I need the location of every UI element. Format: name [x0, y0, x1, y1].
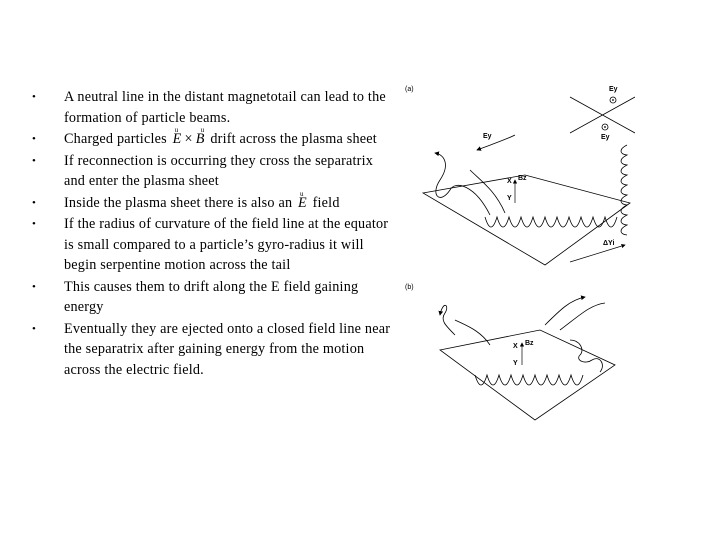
formula-b: B: [195, 131, 205, 147]
y-label-b: Y: [513, 360, 518, 367]
ey-out-dot: [612, 99, 614, 101]
separatrix-a: [569, 96, 635, 134]
panel-b-label: (b): [405, 284, 414, 291]
bz-label-a: Bz: [518, 175, 527, 182]
field-line-b: [559, 302, 606, 331]
ey-out-symbol: [609, 96, 617, 104]
field-line-a: [434, 151, 491, 216]
plasma-sheet-plane-a: [421, 174, 631, 266]
vector-mark: u: [200, 126, 205, 134]
bullet-marker: •: [32, 154, 37, 167]
bullet-text: Inside the plasma sheet there is also an: [64, 194, 293, 211]
bullet-item: • Inside the plasma sheet there is also a…: [32, 190, 392, 214]
bullet-item: • Eventually they are ejected onto a clos…: [32, 319, 392, 381]
bullet-item: • A neutral line in the distant magnetota…: [32, 87, 392, 128]
bullet-item: • If reconnection is occurring they cross…: [32, 151, 392, 192]
formula-e: E: [297, 194, 307, 211]
bullet-marker: •: [32, 196, 37, 209]
dy-label: ΔYi: [603, 240, 614, 247]
panel-a-label: (a): [405, 86, 414, 93]
x-label-a: X: [507, 178, 512, 185]
dy-arrow: [569, 244, 626, 263]
bz-label-b: Bz: [525, 340, 534, 347]
bullet-text: If reconnection is occurring they cross …: [64, 152, 374, 190]
field-line-b: [454, 319, 491, 346]
bullet-text: This causes them to drift along the E fi…: [64, 278, 359, 316]
field-line-a: [469, 169, 506, 214]
bullet-text: A neutral line in the distant magnetotai…: [64, 89, 386, 126]
ey-left-label: Ey: [483, 133, 492, 140]
serpentine-motion-figure: (a) Ey Ey Ey Bz X Y ΔYi (b) Bz X Y: [405, 86, 635, 421]
ey-bottom-label: Ey: [601, 134, 610, 141]
bullet-marker: •: [32, 133, 37, 145]
serpentine-path-a: [484, 215, 618, 228]
bullet-item: • This causes them to drift along the E f…: [32, 277, 392, 318]
plasma-sheet-plane-b: [439, 329, 616, 421]
bullet-marker: •: [32, 218, 37, 230]
y-label-a: Y: [507, 195, 512, 202]
field-line-b: [438, 304, 456, 336]
bullet-marker: •: [32, 280, 37, 293]
bullet-marker: •: [32, 91, 37, 103]
ey-arrow-left: [476, 134, 516, 151]
ey-top-label: Ey: [609, 86, 618, 93]
return-path-b: [569, 339, 603, 373]
bullet-text: Charged particles: [64, 131, 167, 147]
vector-mark: u: [299, 189, 304, 198]
bullet-text: drift across the plasma sheet: [210, 131, 377, 147]
ey-out-symbol: [601, 123, 609, 131]
formula-operator: ×: [184, 131, 193, 147]
ey-out-dot: [604, 126, 606, 128]
field-line-b: [544, 295, 586, 326]
bullet-item: • If the radius of curvature of the field…: [32, 214, 392, 276]
bullet-text: Eventually they are ejected onto a close…: [64, 320, 391, 378]
bullet-marker: •: [32, 322, 37, 335]
serpentine-path-b: [474, 373, 584, 386]
bullet-text: field: [312, 194, 340, 211]
helical-path-a: [620, 144, 629, 236]
x-label-b: X: [513, 343, 518, 350]
bullet-list: • A neutral line in the distant magnetota…: [32, 87, 392, 381]
bullet-text: If the radius of curvature of the field …: [64, 216, 389, 273]
formula-e: E: [172, 131, 182, 147]
vector-mark: u: [174, 126, 179, 134]
